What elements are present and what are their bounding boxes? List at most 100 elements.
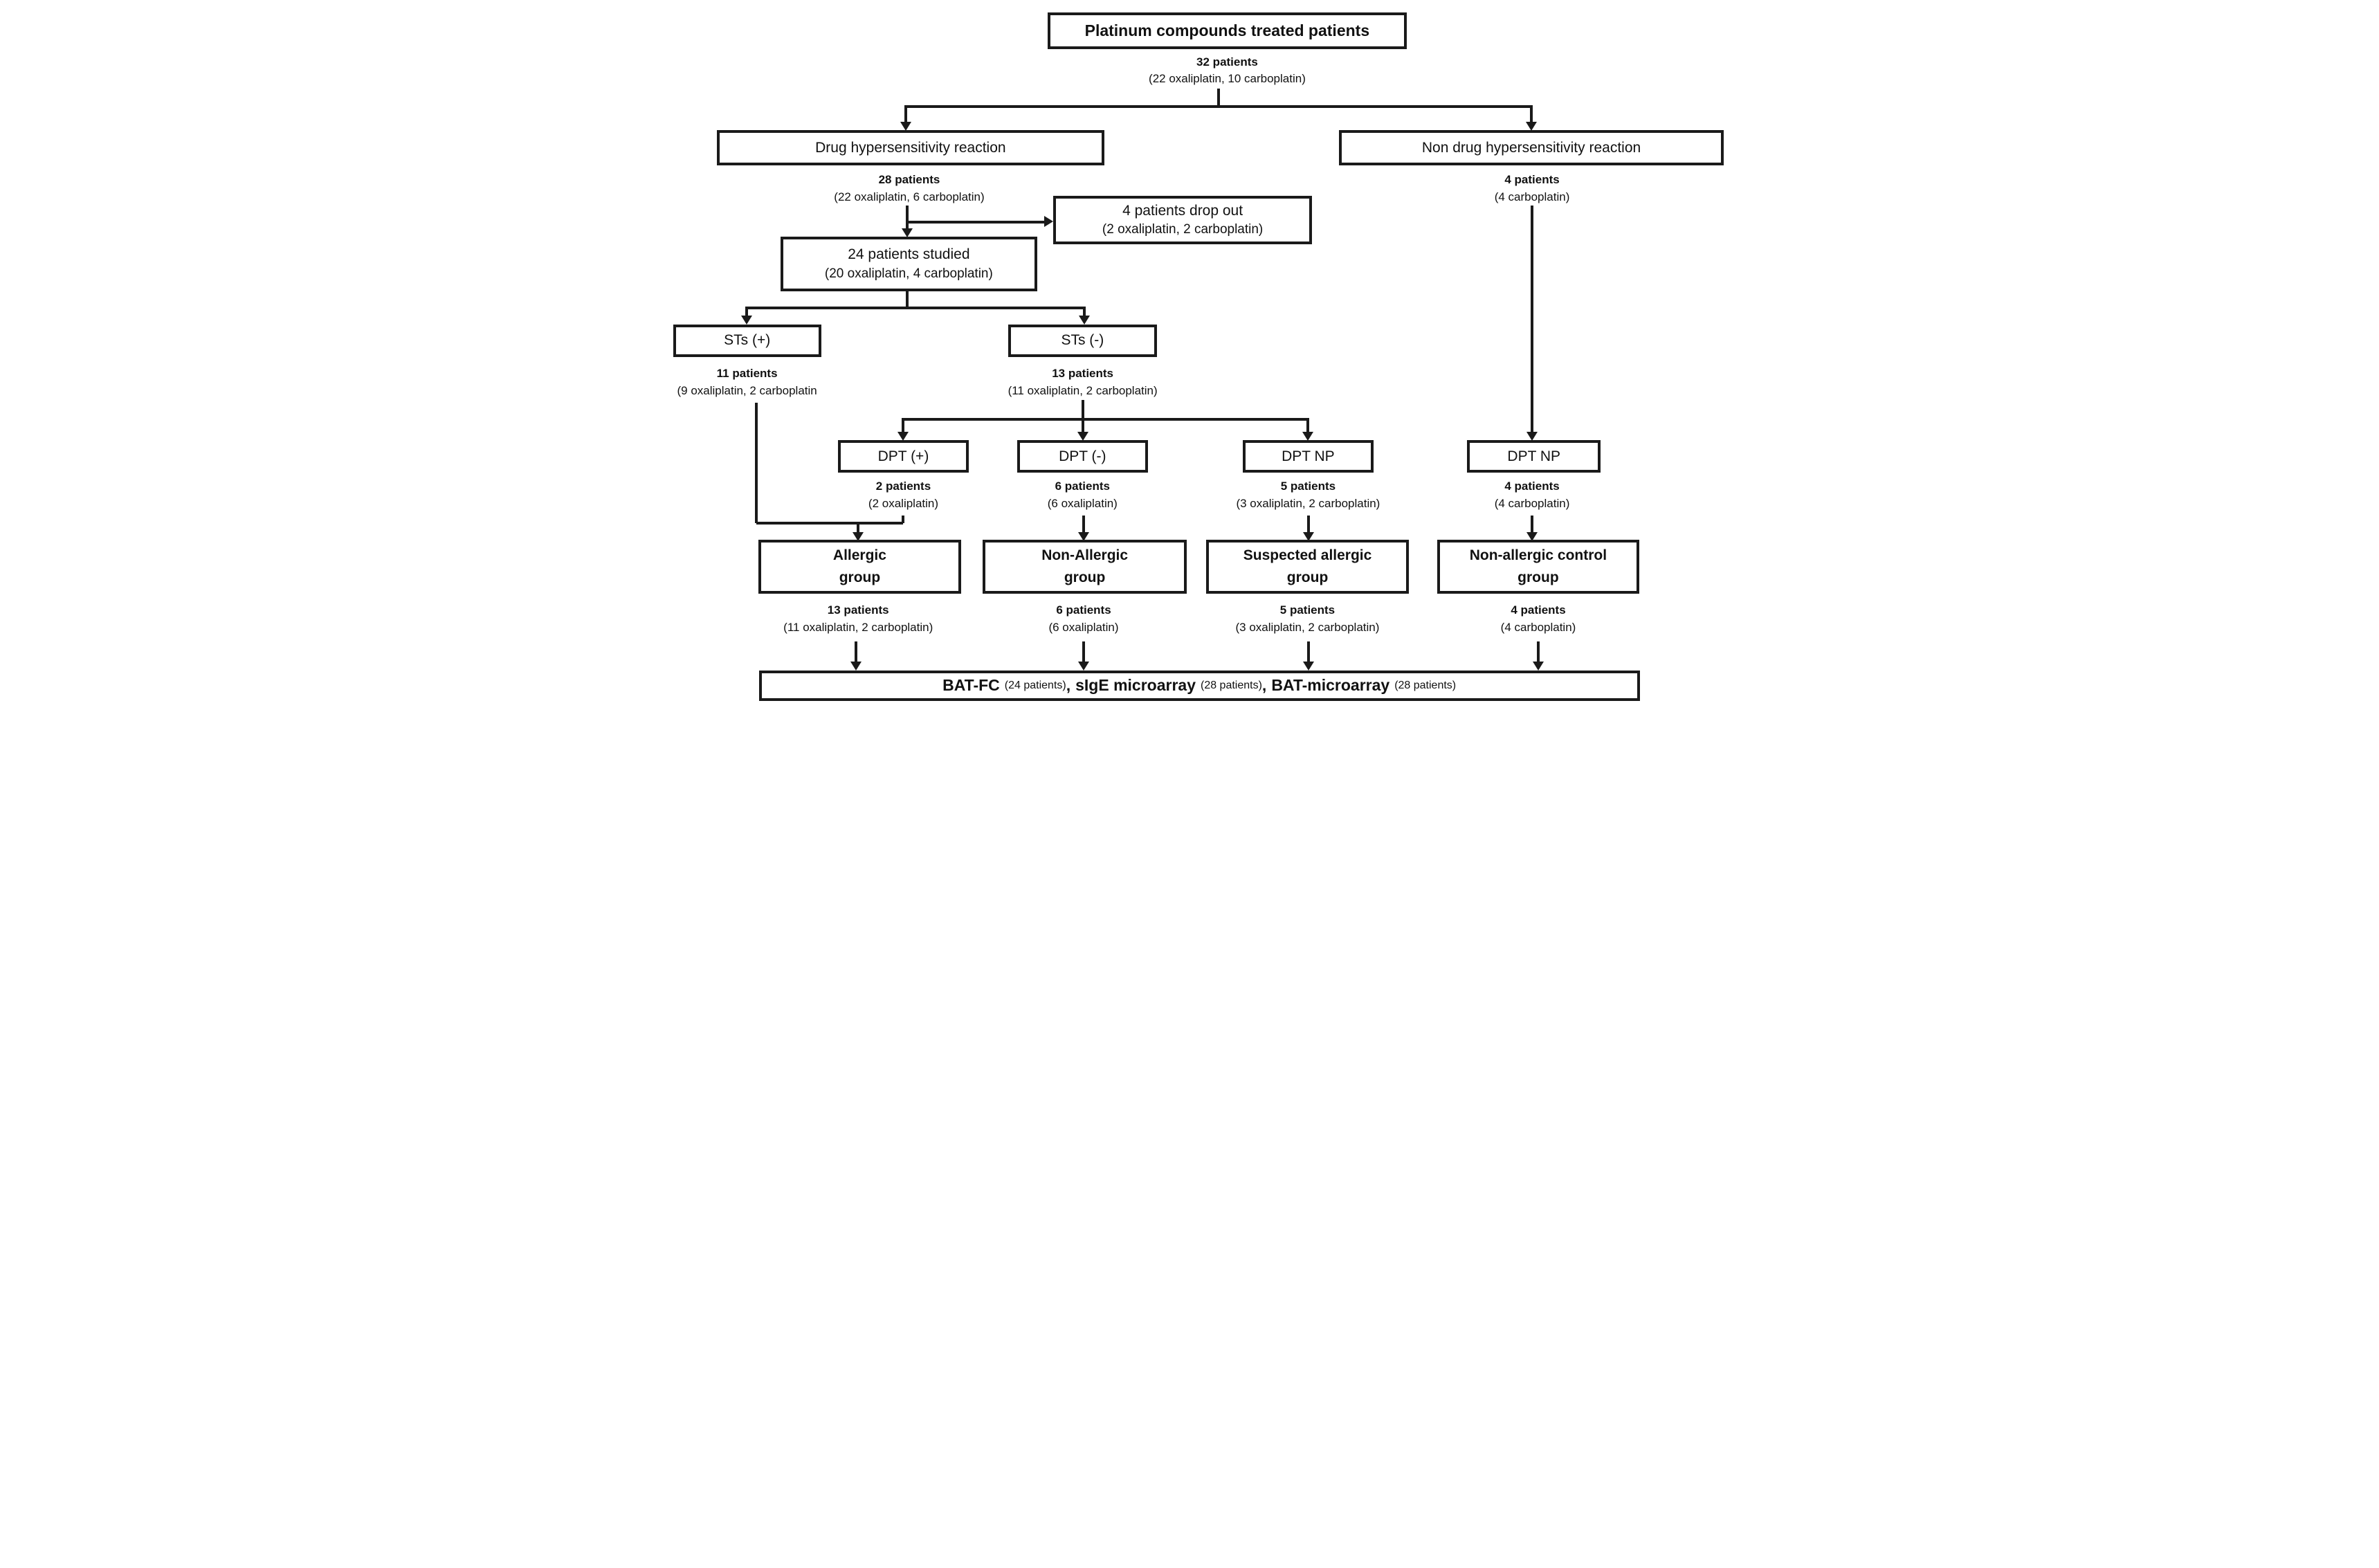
node-non-allergic-control-group: Non-allergic control group [1437, 539, 1640, 594]
arrow-down-icon [1303, 662, 1315, 671]
node-label: STs (+) [724, 332, 771, 349]
patient-count: 13 patients [827, 603, 889, 617]
assay-separator: , [1066, 676, 1071, 695]
count-dpt-positive: 2 patients (2 oxaliplatin) [868, 480, 938, 511]
connector [756, 521, 904, 525]
assay-name: BAT-microarray [1271, 676, 1390, 695]
arrow-down-icon [1078, 662, 1089, 671]
node-suspected-allergic-group: Suspected allergic group [1206, 539, 1409, 594]
patient-count: 6 patients [1055, 480, 1110, 493]
connector [906, 206, 909, 229]
count-allergic-group: 13 patients (11 oxaliplatin, 2 carboplat… [783, 603, 933, 635]
node-dpt-negative: DPT (-) [1017, 440, 1148, 473]
group-line1: Non-Allergic [1041, 547, 1129, 564]
patient-flow-diagram: Platinum compounds treated patients Drug… [654, 0, 1725, 706]
node-sts-positive: STs (+) [673, 324, 821, 357]
node-assays: BAT-FC (24 patients) , sIgE microarray (… [758, 670, 1640, 701]
node-label: STs (-) [1061, 332, 1104, 349]
count-sts-positive: 11 patients (9 oxaliplatin, 2 carboplati… [677, 367, 817, 398]
node-sts-negative: STs (-) [1008, 324, 1158, 357]
node-dpt-np-control: DPT NP [1466, 440, 1601, 473]
connector [902, 516, 905, 523]
node-label: Drug hypersensitivity reaction [815, 139, 1006, 156]
patient-count: 4 patients [1511, 603, 1566, 617]
group-line2: group [839, 569, 881, 585]
patient-count: 6 patients [1056, 603, 1111, 617]
arrow-down-icon [900, 121, 911, 131]
connector [1307, 516, 1311, 532]
drug-split: (11 oxaliplatin, 2 carboplatin) [1008, 383, 1158, 397]
connector [906, 291, 909, 309]
arrow-down-icon [897, 432, 909, 441]
connector [903, 418, 1309, 421]
connector [1082, 307, 1086, 316]
group-line1: Suspected allergic [1243, 547, 1372, 564]
count-root: 32 patients (22 oxaliplatin, 10 carbopla… [1149, 55, 1306, 86]
assay-name: sIgE microarray [1075, 676, 1196, 695]
node-patients-studied: 24 patients studied (20 oxaliplatin, 4 c… [780, 237, 1037, 291]
patient-count: 5 patients [1280, 480, 1336, 493]
node-label: 4 patients drop out [1122, 202, 1243, 219]
count-control-group: 4 patients (4 carboplatin) [1501, 603, 1576, 635]
count-dpt-np: 5 patients (3 oxaliplatin, 2 carboplatin… [1236, 480, 1380, 511]
count-nondrug: 4 patients (4 carboplatin) [1495, 173, 1570, 204]
node-allergic-group: Allergic group [758, 539, 961, 594]
count-drug: 28 patients (22 oxaliplatin, 6 carboplat… [834, 173, 984, 204]
node-label: Non drug hypersensitivity reaction [1421, 139, 1641, 156]
drug-split: (4 carboplatin) [1494, 496, 1570, 510]
node-label: DPT (+) [877, 448, 929, 464]
node-non-allergic-group: Non-Allergic group [983, 539, 1187, 594]
arrow-down-icon [1303, 531, 1315, 541]
group-line2: group [1517, 569, 1559, 585]
node-drop-out: 4 patients drop out (2 oxaliplatin, 2 ca… [1053, 195, 1312, 245]
arrow-down-icon [1533, 662, 1544, 671]
drug-split: (6 oxaliplatin) [1047, 496, 1118, 510]
node-detail: (2 oxaliplatin, 2 carboplatin) [1102, 222, 1264, 237]
assay-name: BAT-FC [942, 676, 1000, 695]
count-dpt-negative: 6 patients (6 oxaliplatin) [1048, 480, 1118, 511]
node-label: Non-allergic control group [1470, 545, 1607, 588]
drug-split: (4 carboplatin) [1494, 190, 1570, 203]
connector [854, 641, 857, 662]
assay-detail: (24 patients) [1004, 679, 1066, 691]
drug-split: (4 carboplatin) [1500, 620, 1576, 634]
count-suspected-group: 5 patients (3 oxaliplatin, 2 carboplatin… [1236, 603, 1380, 635]
arrow-down-icon [1526, 121, 1538, 131]
connector [902, 418, 905, 432]
patient-count: 28 patients [878, 173, 940, 187]
connector [1082, 516, 1085, 532]
arrow-down-icon [850, 662, 862, 671]
connector [1306, 418, 1310, 432]
connector [745, 307, 749, 316]
node-dpt-positive: DPT (+) [837, 440, 969, 473]
count-sts-negative: 13 patients (11 oxaliplatin, 2 carboplat… [1008, 367, 1158, 398]
drug-split: (6 oxaliplatin) [1048, 620, 1119, 634]
connector [857, 521, 860, 532]
patient-count: 11 patients [716, 367, 778, 381]
group-line1: Allergic [832, 547, 886, 564]
drug-split: (3 oxaliplatin, 2 carboplatin) [1235, 620, 1380, 634]
node-label: Non-Allergic group [1041, 545, 1128, 588]
connector [905, 105, 1532, 109]
arrow-down-icon [853, 531, 864, 541]
node-dpt-np: DPT NP [1242, 440, 1374, 473]
connector [1537, 641, 1540, 662]
connector [1531, 516, 1534, 532]
group-line2: group [1286, 569, 1329, 585]
connector [1081, 418, 1084, 432]
connector [1082, 641, 1085, 662]
arrow-right-icon [1044, 215, 1054, 227]
patient-count: 5 patients [1279, 603, 1336, 617]
arrow-down-icon [1077, 432, 1088, 441]
drug-split: (11 oxaliplatin, 2 carboplatin) [783, 620, 933, 634]
drug-split: (22 oxaliplatin, 10 carboplatin) [1149, 72, 1306, 86]
connector [904, 105, 907, 122]
assay-detail: (28 patients) [1200, 679, 1262, 691]
node-drug-hypersensitivity: Drug hypersensitivity reaction [716, 130, 1105, 166]
node-label: DPT (-) [1059, 448, 1106, 464]
arrow-down-icon [1526, 531, 1538, 541]
node-label: Suspected allergic group [1243, 545, 1372, 588]
arrow-down-icon [1302, 432, 1314, 441]
connector [1530, 105, 1533, 122]
connector [1081, 399, 1084, 419]
